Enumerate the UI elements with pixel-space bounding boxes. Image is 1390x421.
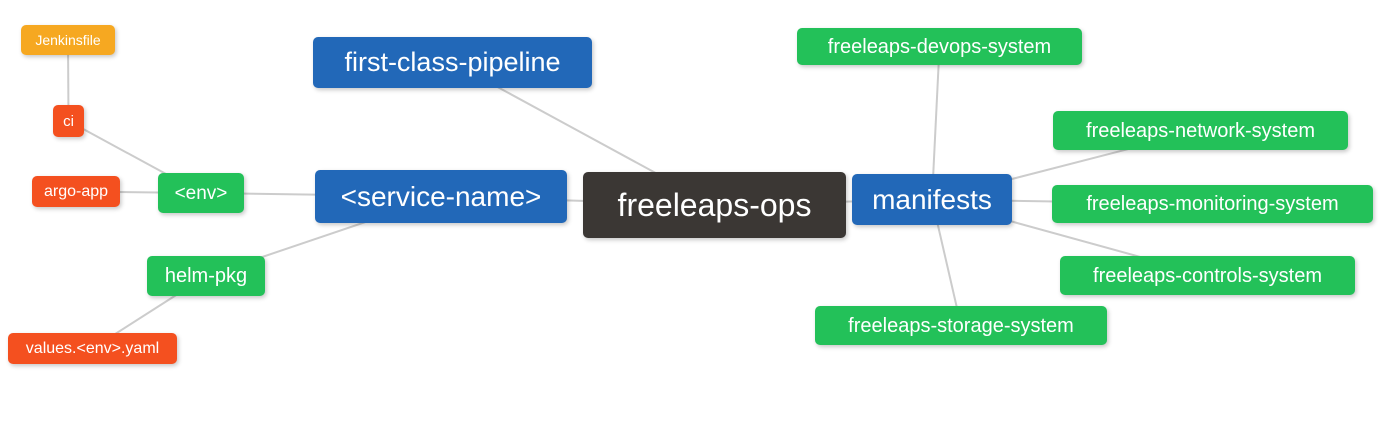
node-values-env-yaml[interactable]: values.<env>.yaml (8, 333, 177, 364)
node-manifests[interactable]: manifests (852, 174, 1012, 225)
node-freeleaps-network-system[interactable]: freeleaps-network-system (1053, 111, 1348, 150)
node-freeleaps-monitoring-system[interactable]: freeleaps-monitoring-system (1052, 185, 1373, 223)
node-first-class-pipeline[interactable]: first-class-pipeline (313, 37, 592, 88)
node-env[interactable]: <env> (158, 173, 244, 213)
node-ci[interactable]: ci (53, 105, 84, 137)
node-jenkinsfile[interactable]: Jenkinsfile (21, 25, 115, 55)
node-freeleaps-storage-system[interactable]: freeleaps-storage-system (815, 306, 1107, 345)
node-freeleaps-controls-system[interactable]: freeleaps-controls-system (1060, 256, 1355, 295)
node-service-name[interactable]: <service-name> (315, 170, 567, 223)
node-helm-pkg[interactable]: helm-pkg (147, 256, 265, 296)
node-freeleaps-devops-system[interactable]: freeleaps-devops-system (797, 28, 1082, 65)
node-freeleaps-ops[interactable]: freeleaps-ops (583, 172, 846, 238)
node-argo-app[interactable]: argo-app (32, 176, 120, 207)
